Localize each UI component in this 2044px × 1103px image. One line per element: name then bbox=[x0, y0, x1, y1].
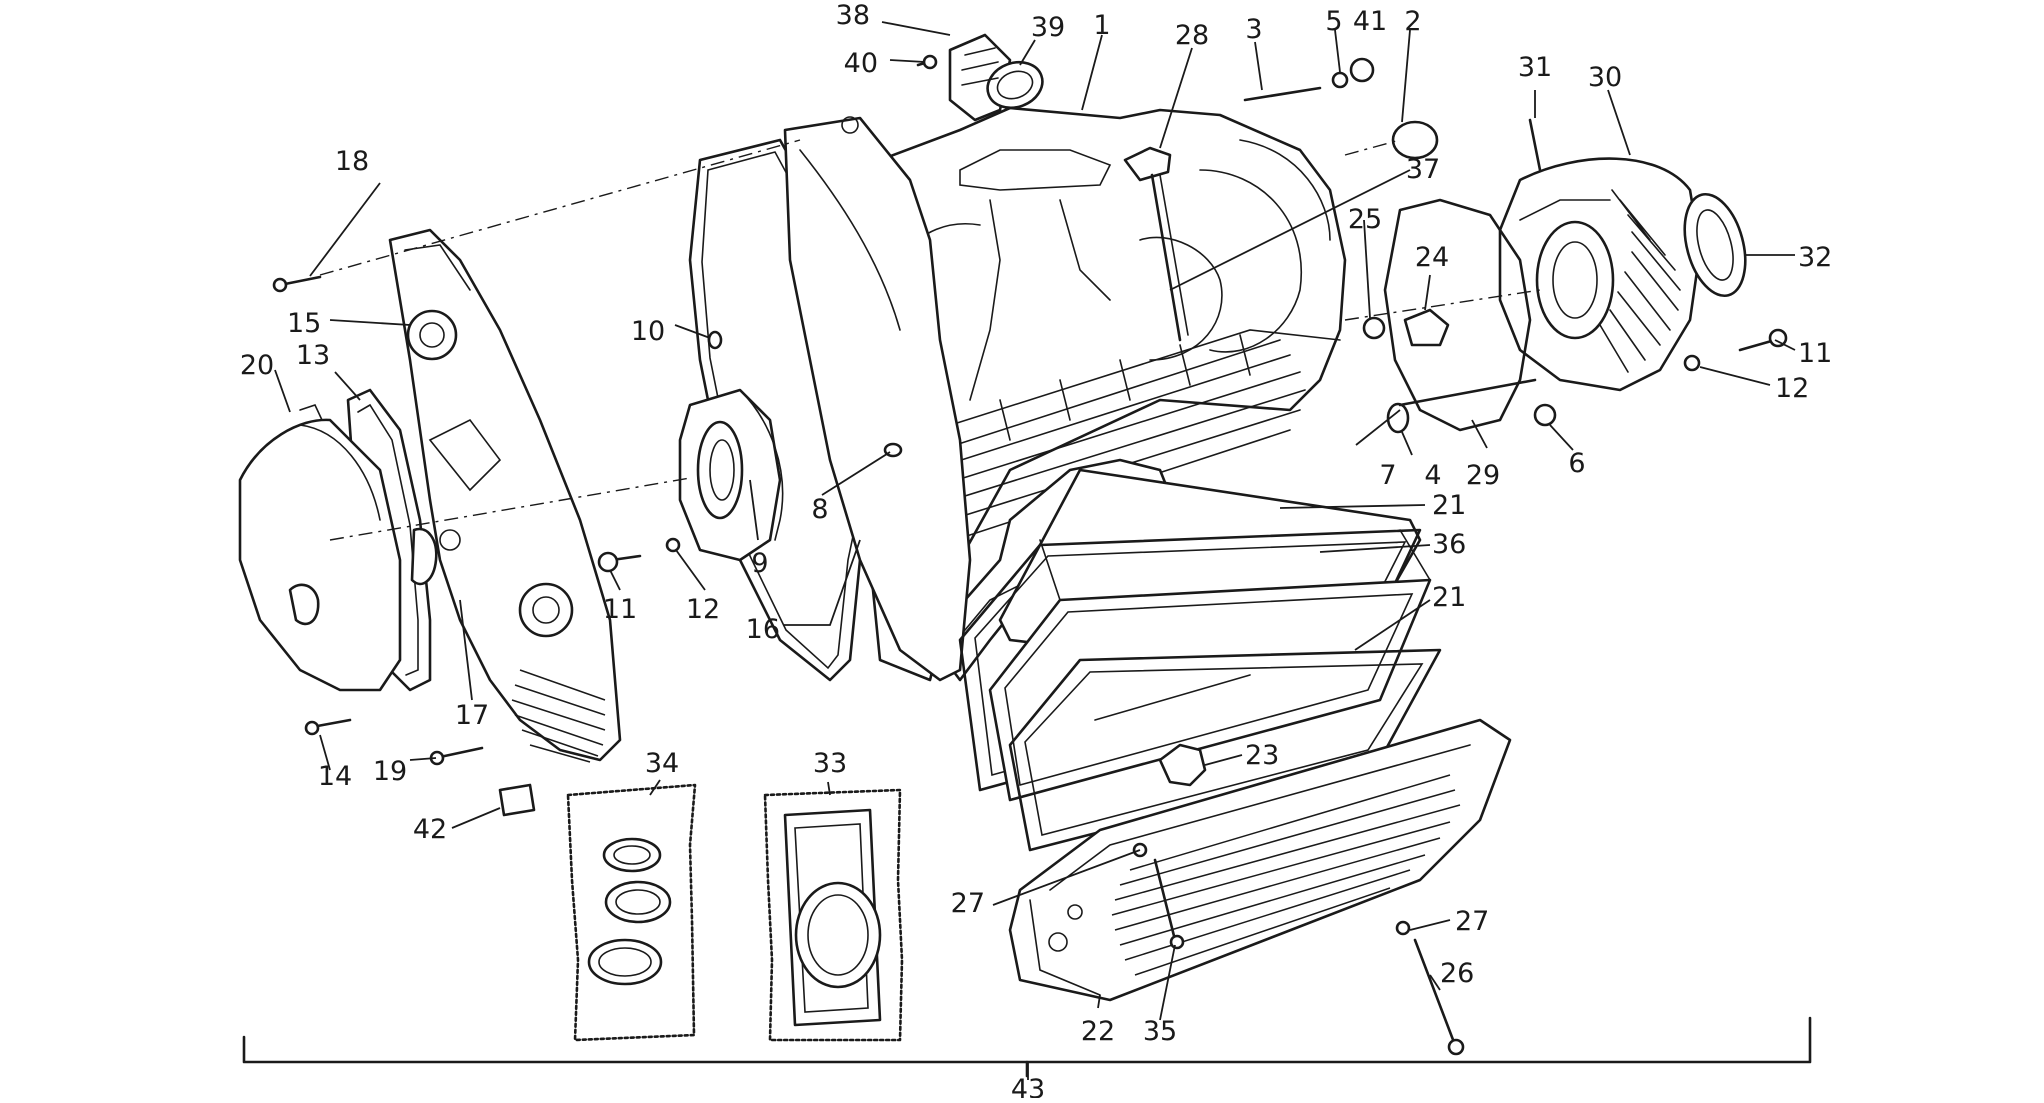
rear-cover-gasket bbox=[1383, 198, 1532, 432]
callout-11-left: 11 bbox=[603, 594, 637, 625]
callout-15: 15 bbox=[287, 308, 321, 339]
callout-22: 22 bbox=[1081, 1016, 1115, 1047]
callout-4: 4 bbox=[1424, 460, 1441, 491]
callout-2: 2 bbox=[1404, 6, 1421, 37]
callout-20: 20 bbox=[240, 350, 274, 381]
oil-seal-flange bbox=[678, 388, 784, 562]
callout-1: 1 bbox=[1093, 10, 1110, 41]
callout-6: 6 bbox=[1568, 448, 1585, 479]
front-cover bbox=[783, 116, 972, 682]
callout-33: 33 bbox=[813, 748, 847, 779]
callout-39: 39 bbox=[1031, 12, 1065, 43]
outer-cover bbox=[238, 404, 402, 692]
callout-16: 16 bbox=[746, 614, 780, 645]
small-parts bbox=[272, 33, 1788, 1056]
callout-29: 29 bbox=[1466, 460, 1500, 491]
callout-38: 38 bbox=[836, 0, 870, 31]
callout-30: 30 bbox=[1588, 62, 1622, 93]
leader-lines bbox=[274, 21, 1796, 1080]
callout-labels: 38 39 40 1 28 3 5 41 2 37 31 30 32 11 12… bbox=[240, 0, 1833, 1103]
callout-9: 9 bbox=[751, 548, 768, 579]
kit-bracket bbox=[242, 1016, 1812, 1078]
callout-27-right: 27 bbox=[1455, 906, 1489, 937]
callout-41: 41 bbox=[1353, 6, 1387, 37]
callout-42: 42 bbox=[413, 814, 447, 845]
callout-10: 10 bbox=[631, 316, 665, 347]
callout-37: 37 bbox=[1406, 154, 1440, 185]
callout-18: 18 bbox=[335, 146, 369, 177]
callout-31: 31 bbox=[1518, 52, 1552, 83]
callout-12-right: 12 bbox=[1775, 373, 1809, 404]
oil-sump bbox=[1008, 718, 1512, 1002]
oil-filter-screen bbox=[1094, 674, 1251, 787]
callout-19: 19 bbox=[373, 756, 407, 787]
callout-36: 36 bbox=[1432, 529, 1466, 560]
callout-26: 26 bbox=[1440, 958, 1474, 989]
callout-8: 8 bbox=[811, 494, 828, 525]
sump-gaskets bbox=[958, 528, 1442, 852]
callout-5: 5 bbox=[1325, 6, 1342, 37]
callout-32: 32 bbox=[1798, 242, 1832, 273]
callout-7: 7 bbox=[1379, 460, 1396, 491]
callout-28: 28 bbox=[1175, 20, 1209, 51]
callout-27-left: 27 bbox=[951, 888, 985, 919]
rear-bell-housing bbox=[1498, 157, 1702, 392]
timing-cover bbox=[388, 228, 622, 763]
callout-43: 43 bbox=[1011, 1074, 1045, 1098]
callout-13: 13 bbox=[296, 340, 330, 371]
callout-17: 17 bbox=[455, 700, 489, 731]
callout-25: 25 bbox=[1348, 204, 1382, 235]
callout-23: 23 bbox=[1245, 740, 1279, 771]
callout-35: 35 bbox=[1143, 1016, 1177, 1047]
callout-21-top: 21 bbox=[1432, 490, 1466, 521]
callout-34: 34 bbox=[645, 748, 679, 779]
callout-3: 3 bbox=[1245, 14, 1262, 45]
callout-12-left: 12 bbox=[686, 594, 720, 625]
callout-40: 40 bbox=[844, 48, 878, 79]
assembly-axes bbox=[319, 139, 1541, 541]
callout-21-bottom: 21 bbox=[1432, 582, 1466, 613]
callout-24: 24 bbox=[1415, 242, 1449, 273]
gasket-kit-bag-33 bbox=[763, 788, 904, 1042]
gasket-kit-bag-34 bbox=[566, 783, 697, 1042]
callout-11-right: 11 bbox=[1798, 338, 1832, 369]
rear-oil-seal bbox=[1683, 192, 1747, 298]
callout-14: 14 bbox=[318, 761, 352, 792]
